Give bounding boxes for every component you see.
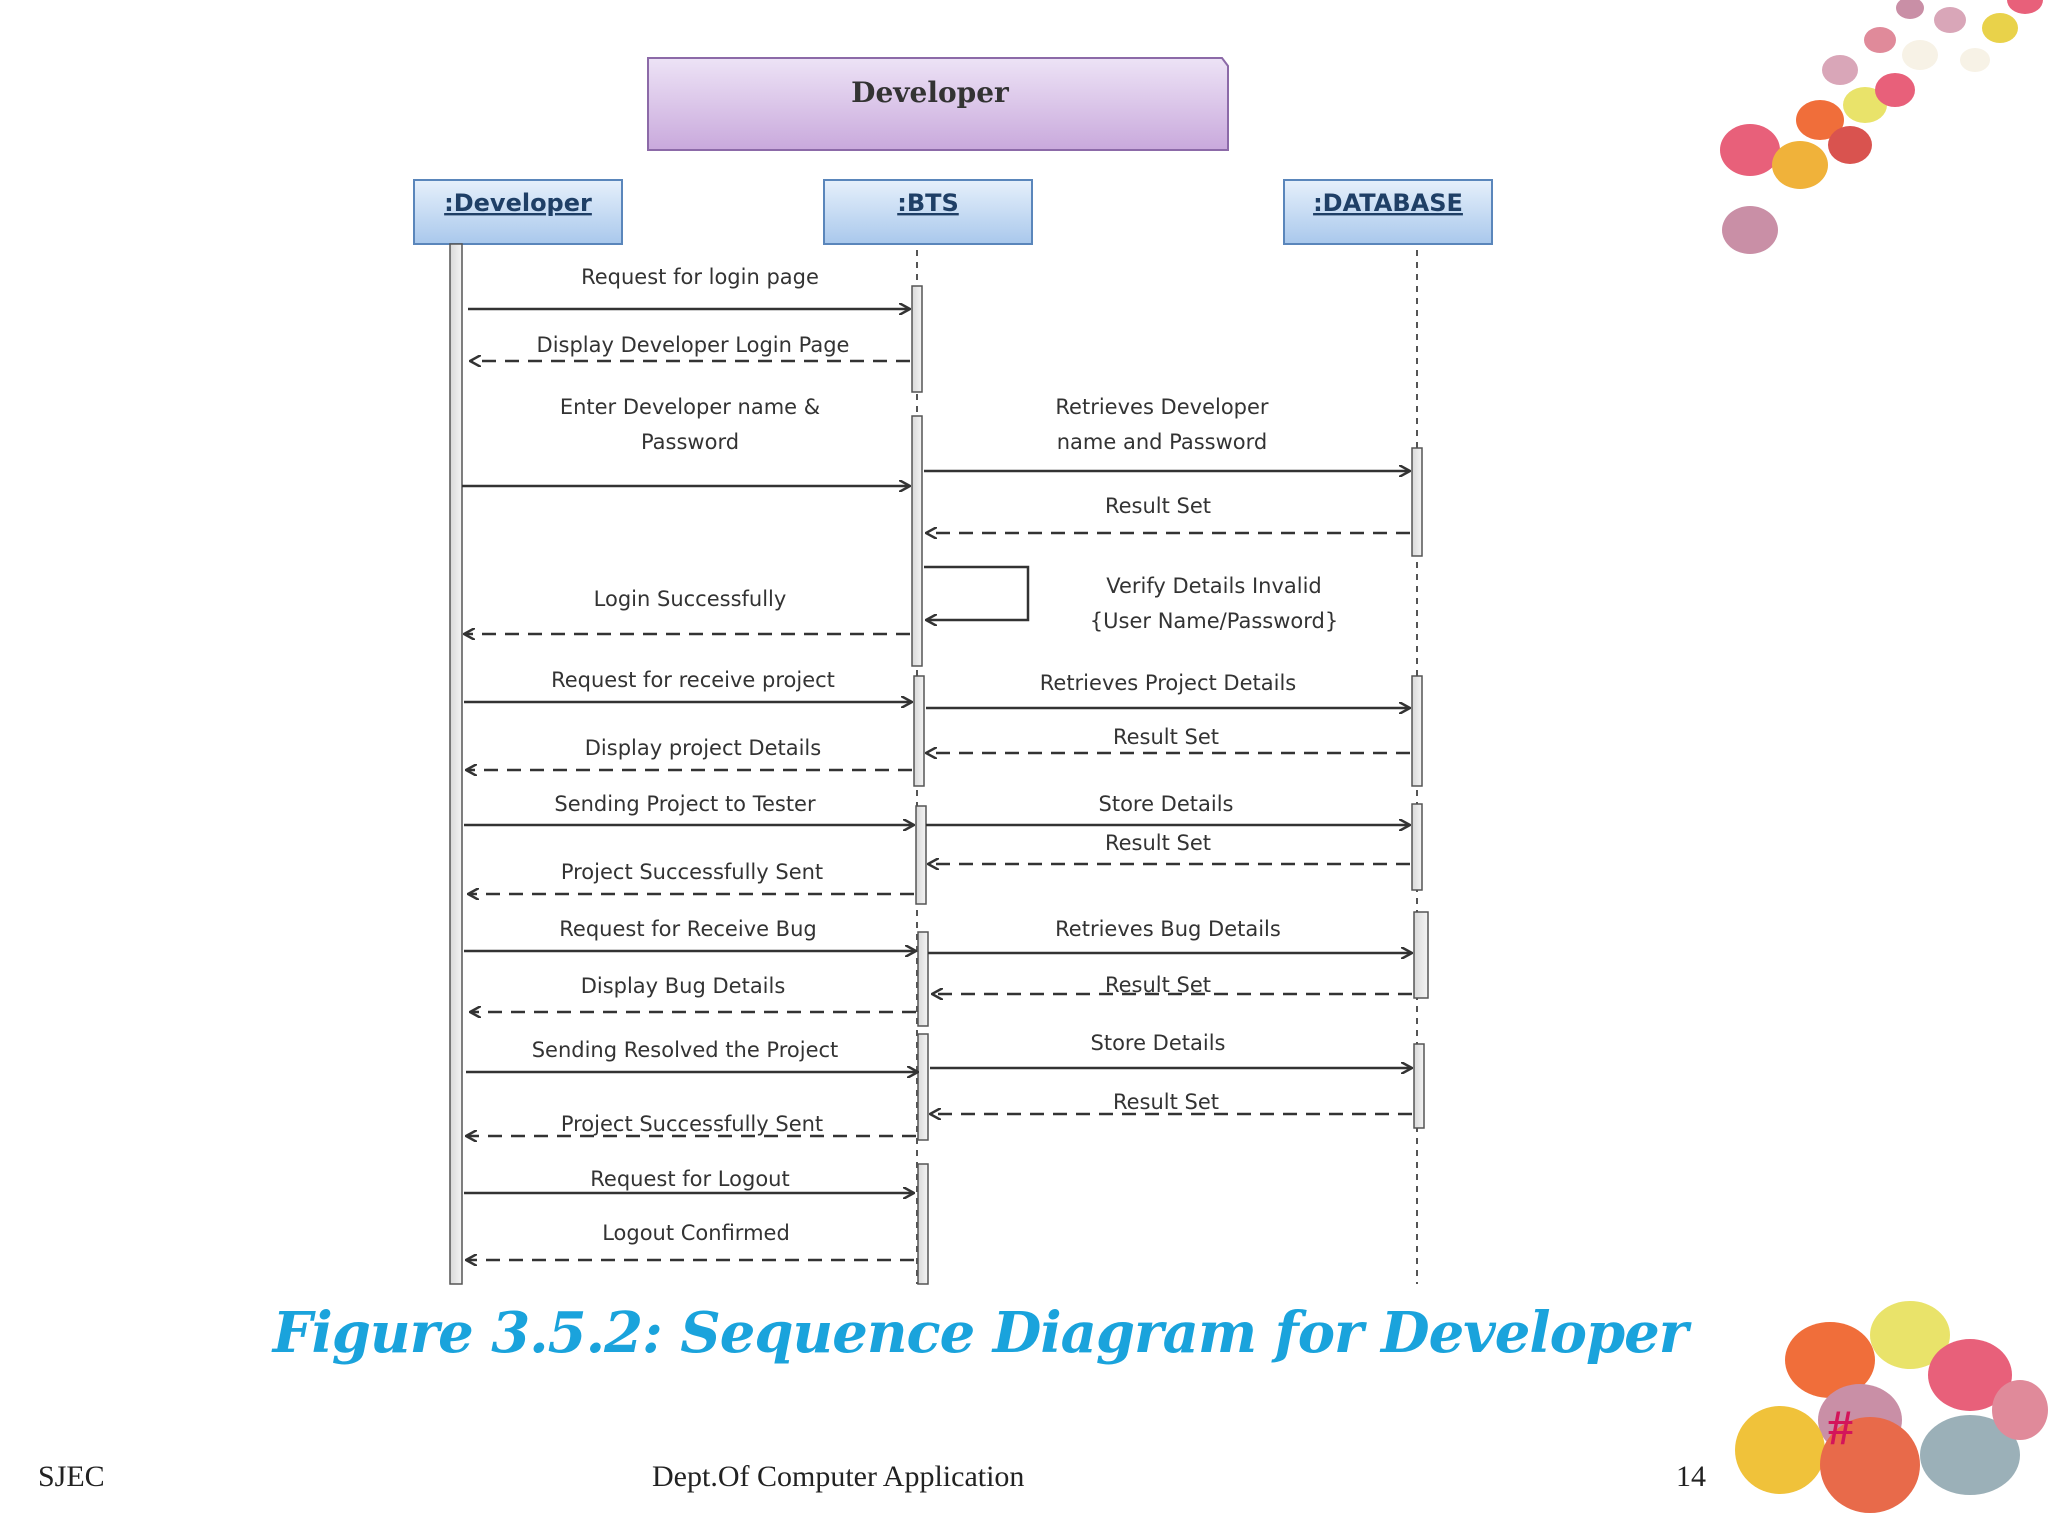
message-retrieves-bug-details: Retrieves Bug Details — [928, 917, 1412, 953]
svg-text:Display Developer Login Page: Display Developer Login Page — [537, 333, 850, 357]
svg-text:Result Set: Result Set — [1105, 831, 1211, 855]
message-store-details-2: Store Details — [930, 1031, 1412, 1068]
message-enter-developer-name: Enter Developer name & Password — [462, 395, 910, 486]
svg-text:Project Successfully Sent: Project Successfully Sent — [561, 1112, 823, 1136]
message-result-set-1: Result Set — [926, 494, 1410, 533]
message-result-set-4: Result Set — [932, 973, 1412, 997]
footer-page-number: 14 — [1676, 1460, 1706, 1493]
svg-text:Request for Receive Bug: Request for Receive Bug — [559, 917, 816, 941]
lifeline-head-database — [1283, 179, 1493, 245]
bts-activation-7 — [917, 1163, 929, 1285]
svg-text:Password: Password — [641, 430, 739, 454]
message-verify-details-self: Verify Details Invalid {User Name/Passwo… — [924, 565, 1338, 633]
hash-symbol: # — [1828, 1399, 1853, 1455]
svg-text:Sending Project to Tester: Sending Project to Tester — [554, 792, 816, 816]
svg-text:Retrieves Bug Details: Retrieves Bug Details — [1055, 917, 1281, 941]
database-activation-3 — [1411, 803, 1423, 891]
message-request-login-page: Request for login page — [468, 265, 910, 309]
svg-text:Request for login page: Request for login page — [581, 265, 819, 289]
bts-activation-5 — [917, 931, 929, 1027]
message-store-details-1: Store Details — [926, 792, 1410, 825]
bts-activation-4 — [915, 805, 927, 905]
svg-text:{User Name/Password}: {User Name/Password} — [1090, 609, 1338, 633]
developer-activation-bar — [449, 243, 463, 1285]
message-request-receive-bug: Request for Receive Bug — [464, 917, 916, 951]
message-request-receive-project: Request for receive project — [464, 668, 912, 702]
database-activation-4 — [1413, 911, 1429, 999]
message-display-login-page: Display Developer Login Page — [470, 333, 910, 361]
sequence-diagram: Developer :Developer :BTS :DATABASE Requ… — [413, 57, 1493, 1285]
svg-text:Store Details: Store Details — [1091, 1031, 1226, 1055]
message-display-project-details: Display project Details — [466, 736, 912, 770]
svg-text:Result Set: Result Set — [1105, 973, 1211, 997]
svg-text:Retrieves Developer: Retrieves Developer — [1055, 395, 1269, 419]
bts-activation-2 — [911, 415, 923, 667]
svg-text:name and Password: name and Password — [1057, 430, 1268, 454]
lifeline-label-database: :DATABASE — [1313, 189, 1463, 217]
candy-eggs-bottom-image — [1735, 1301, 2048, 1513]
svg-text:Result Set: Result Set — [1113, 1090, 1219, 1114]
database-activation-1 — [1411, 447, 1423, 557]
svg-text:Result Set: Result Set — [1113, 725, 1219, 749]
message-result-set-3: Result Set — [928, 831, 1410, 864]
message-project-successfully-sent-1: Project Successfully Sent — [468, 860, 914, 894]
lifeline-head-bts — [823, 179, 1033, 245]
candy-eggs-top-image — [1720, 0, 2043, 254]
svg-text:Login Successfully: Login Successfully — [594, 587, 787, 611]
message-logout-confirmed: Logout Confirmed — [466, 1221, 914, 1260]
svg-text:Request for receive project: Request for receive project — [551, 668, 835, 692]
message-login-successfully: Login Successfully — [464, 587, 910, 634]
message-project-successfully-sent-2: Project Successfully Sent — [466, 1112, 916, 1136]
lifeline-label-bts: :BTS — [897, 189, 959, 217]
footer-center: Dept.Of Computer Application — [652, 1460, 1025, 1493]
svg-text:Sending Resolved the Project: Sending Resolved the Project — [532, 1038, 839, 1062]
svg-text:Result Set: Result Set — [1105, 494, 1211, 518]
database-activation-5 — [1413, 1043, 1425, 1129]
lifeline-head-developer — [413, 179, 623, 245]
bts-activation-3 — [913, 675, 925, 787]
message-retrieves-developer: Retrieves Developer name and Password — [924, 395, 1410, 471]
database-activation-2 — [1411, 675, 1423, 787]
svg-text:Verify Details Invalid: Verify Details Invalid — [1106, 574, 1322, 598]
svg-text:Logout Confirmed: Logout Confirmed — [602, 1221, 790, 1245]
svg-text:Request for Logout: Request for Logout — [590, 1167, 789, 1191]
diagram-frame-title: Developer — [851, 76, 1010, 109]
message-result-set-2: Result Set — [926, 725, 1410, 753]
message-display-bug-details: Display Bug Details — [470, 974, 916, 1012]
svg-text:Display project Details: Display project Details — [585, 736, 821, 760]
svg-text:Retrieves Project Details: Retrieves Project Details — [1040, 671, 1296, 695]
message-sending-project-to-tester: Sending Project to Tester — [464, 792, 914, 825]
svg-text:Display Bug Details: Display Bug Details — [581, 974, 786, 998]
message-result-set-5: Result Set — [930, 1090, 1412, 1114]
bts-activation-1 — [911, 285, 923, 393]
diagram-frame-title-box — [647, 57, 1229, 151]
figure-caption: Figure 3.5.2: Sequence Diagram for Devel… — [272, 1300, 1689, 1366]
message-retrieves-project-details: Retrieves Project Details — [926, 671, 1410, 708]
bts-activation-6 — [917, 1033, 929, 1141]
footer-left: SJEC — [38, 1460, 105, 1493]
lifeline-label-developer: :Developer — [444, 189, 592, 217]
message-sending-resolved-project: Sending Resolved the Project — [466, 1038, 918, 1072]
message-request-logout: Request for Logout — [464, 1167, 914, 1193]
svg-text:Store Details: Store Details — [1099, 792, 1234, 816]
svg-text:Enter Developer name &: Enter Developer name & — [560, 395, 820, 419]
svg-text:Project Successfully Sent: Project Successfully Sent — [561, 860, 823, 884]
